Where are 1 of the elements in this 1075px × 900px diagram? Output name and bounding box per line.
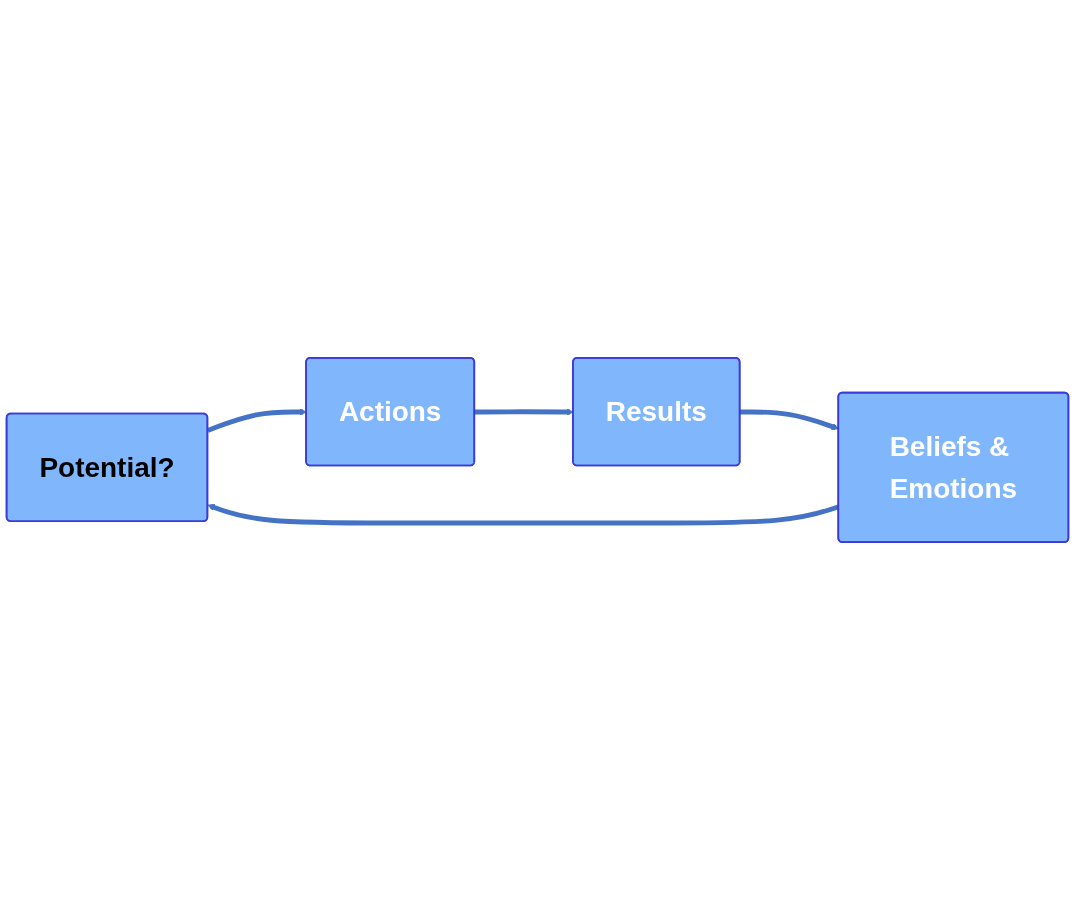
arrow (740, 409, 839, 431)
